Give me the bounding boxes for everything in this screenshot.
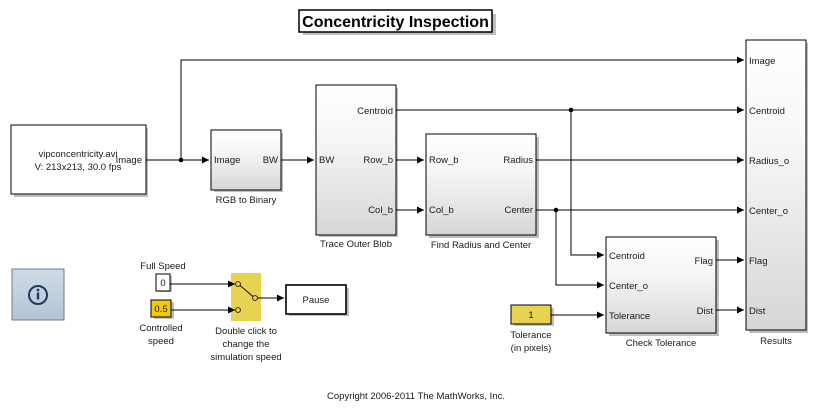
results-block[interactable]: Image Centroid Radius_o Center_o Flag Di… [745, 39, 808, 347]
signal-center-to-check[interactable] [555, 210, 604, 289]
controlled-speed-constant-block[interactable]: 0.5 Controlled speed [139, 299, 183, 347]
branch-point-image [178, 157, 184, 163]
trace-outer-blob-block[interactable]: BW Centroid Row_b Col_b Trace Outer Blob [315, 84, 398, 250]
check-tolerance-block[interactable]: Centroid Center_o Tolerance Flag Dist Ch… [605, 236, 719, 349]
full-speed-label: Full Speed [140, 261, 185, 272]
signal-lines [146, 56, 744, 319]
branch-point-centroid [568, 107, 574, 113]
switch-input-1 [235, 281, 241, 287]
trace-outer-blob-label: Trace Outer Blob [320, 239, 392, 250]
title-text: Concentricity Inspection [302, 14, 489, 31]
tolerance-constant-block[interactable]: 1 Tolerance (in pixels) [510, 304, 554, 354]
signal-image-to-results[interactable] [180, 56, 744, 160]
controlled-speed-value: 0.5 [154, 304, 167, 315]
check-out-port-dist: Dist [697, 306, 714, 317]
check-tolerance-label: Check Tolerance [626, 338, 697, 349]
rgb-in-port-image: Image [214, 155, 240, 166]
find-out-port-center: Center [504, 205, 533, 216]
speed-switch-block[interactable]: Double click to change the simulation sp… [210, 273, 282, 363]
switch-label-line3: simulation speed [210, 352, 281, 363]
diagram-title: Concentricity Inspection [298, 9, 496, 35]
controlled-speed-label-line1: Controlled [139, 323, 182, 334]
results-in-port-centroid: Centroid [749, 106, 785, 117]
check-in-port-center-o: Center_o [609, 281, 648, 292]
trace-out-port-col-b: Col_b [368, 205, 393, 216]
check-out-port-flag: Flag [695, 256, 713, 267]
rgb-to-binary-block[interactable]: Image BW RGB to Binary [210, 129, 283, 206]
results-in-port-center-o: Center_o [749, 206, 788, 217]
tolerance-label-line1: Tolerance [510, 330, 551, 341]
check-in-port-tolerance: Tolerance [609, 311, 650, 322]
find-out-port-radius: Radius [503, 155, 533, 166]
signal-centroid-to-check[interactable] [570, 110, 604, 259]
full-speed-value: 0 [160, 278, 165, 289]
switch-label-line2: change the [222, 339, 269, 350]
source-out-port-image: Image [116, 155, 142, 166]
results-in-port-flag: Flag [749, 256, 767, 267]
rgb-to-binary-label: RGB to Binary [216, 195, 277, 206]
switch-lever [239, 285, 254, 297]
switch-output [252, 295, 258, 301]
tolerance-value: 1 [528, 310, 533, 321]
results-in-port-image: Image [749, 56, 775, 67]
trace-out-port-row-b: Row_b [363, 155, 393, 166]
rgb-out-port-bw: BW [263, 155, 278, 166]
trace-in-port-bw: BW [319, 155, 334, 166]
controlled-speed-label-line2: speed [148, 336, 174, 347]
pause-block[interactable]: Pause [285, 284, 349, 316]
copyright-text: Copyright 2006-2011 The MathWorks, Inc. [327, 391, 505, 402]
find-radius-center-label: Find Radius and Center [431, 240, 531, 251]
source-format: V: 213x213, 30.0 fps [35, 162, 122, 173]
check-in-port-centroid: Centroid [609, 251, 645, 262]
tolerance-label-line2: (in pixels) [511, 343, 552, 354]
pause-label: Pause [303, 295, 330, 306]
switch-input-2 [235, 307, 241, 313]
info-icon [28, 285, 48, 305]
find-in-port-col-b: Col_b [429, 205, 454, 216]
results-in-port-radius-o: Radius_o [749, 156, 789, 167]
full-speed-constant-block[interactable]: Full Speed 0 [140, 261, 186, 292]
branch-point-center [553, 207, 559, 213]
source-filename: vipconcentricity.avi [38, 149, 117, 160]
switch-label-line1: Double click to [215, 326, 277, 337]
results-in-port-dist: Dist [749, 306, 766, 317]
info-button[interactable] [11, 268, 65, 321]
find-radius-center-block[interactable]: Row_b Col_b Radius Center Find Radius an… [425, 133, 539, 251]
trace-out-port-centroid: Centroid [357, 106, 393, 117]
find-in-port-row-b: Row_b [429, 155, 459, 166]
results-label: Results [760, 336, 792, 347]
video-source-block[interactable]: vipconcentricity.avi V: 213x213, 30.0 fp… [10, 124, 148, 197]
